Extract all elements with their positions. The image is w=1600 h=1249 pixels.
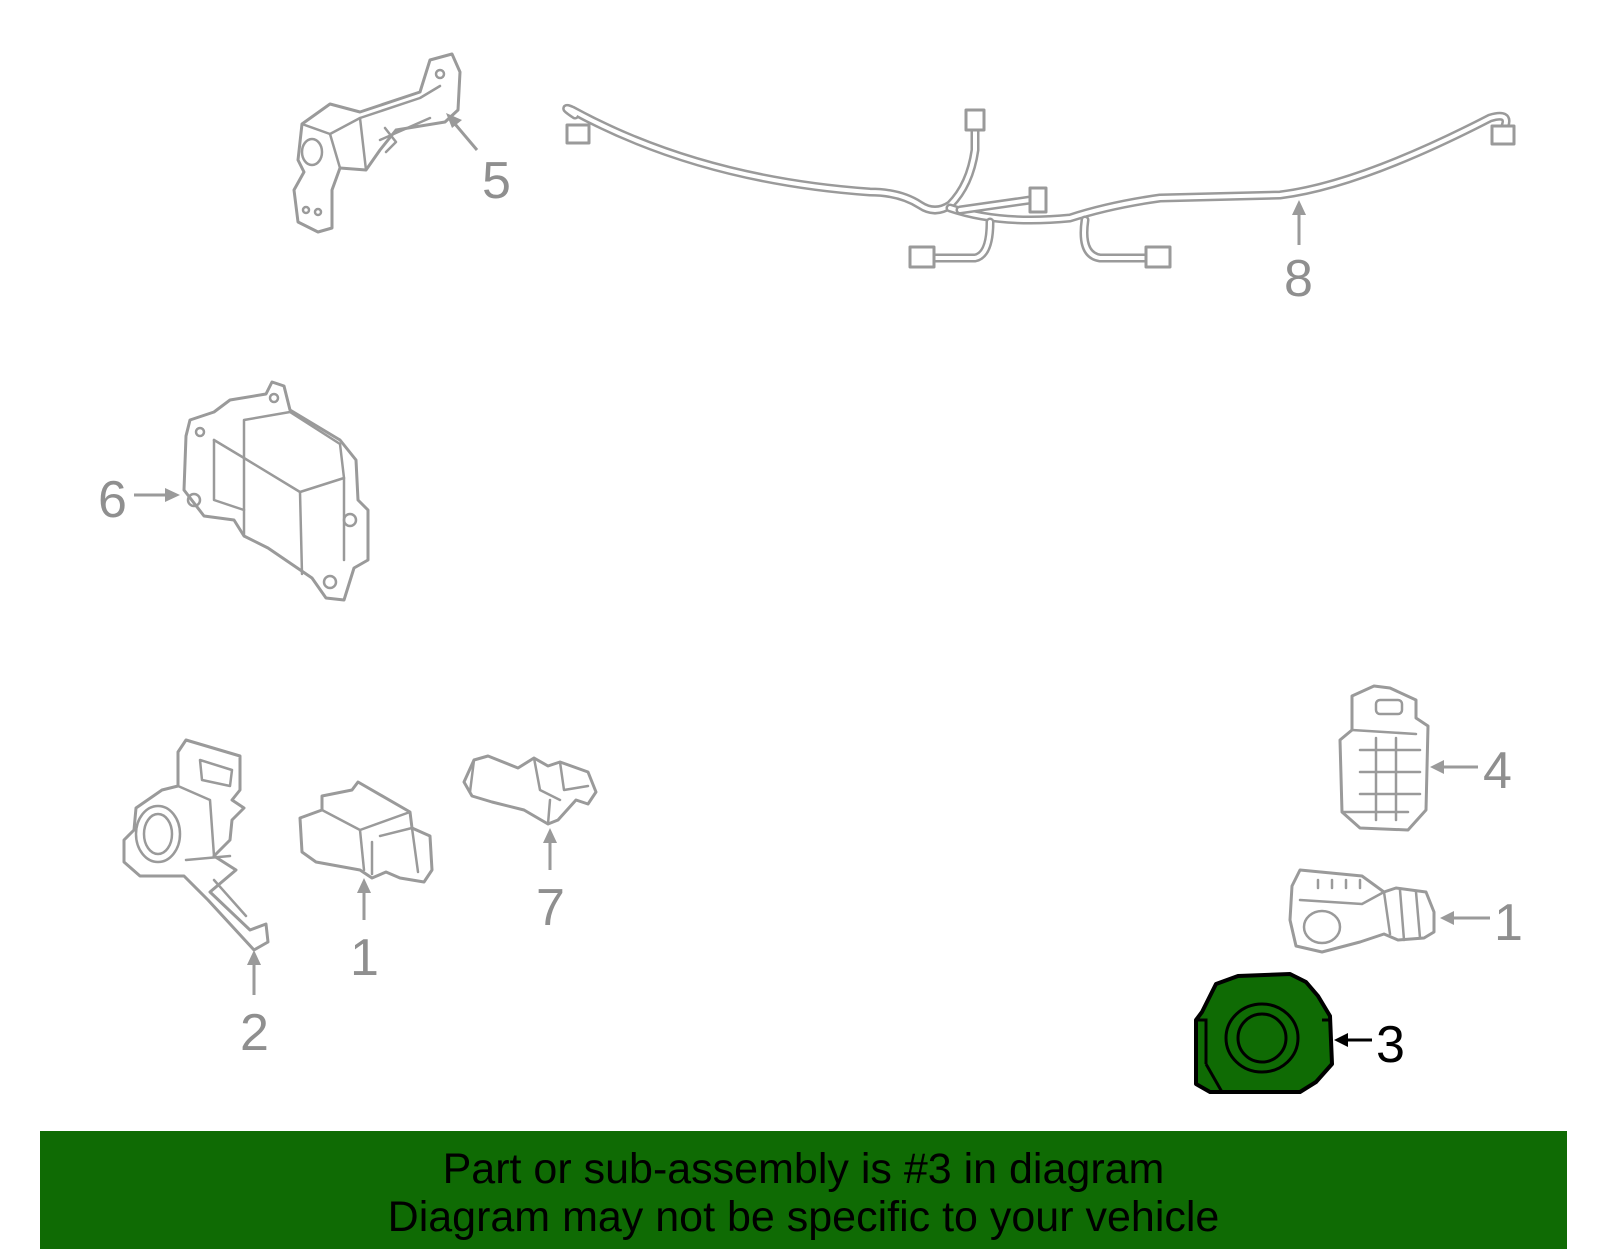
callout-1a: 1	[350, 878, 379, 987]
callout-label-2: 2	[240, 1004, 269, 1062]
callout-1b: 1	[1440, 894, 1523, 952]
part-6-control-module[interactable]	[182, 380, 370, 602]
part-4-sensor-holder[interactable]	[1338, 684, 1430, 832]
callout-2: 2	[240, 950, 269, 1062]
part-8-wire-harness[interactable]	[562, 103, 1516, 269]
callout-label-7: 7	[536, 879, 565, 937]
banner-line-disclaimer: Diagram may not be specific to your vehi…	[387, 1193, 1220, 1241]
part-1-sensor-right[interactable]	[1288, 868, 1436, 954]
callout-label-8: 8	[1284, 250, 1313, 308]
callout-4: 4	[1430, 742, 1512, 800]
callout-8: 8	[1284, 200, 1313, 308]
callout-label-4: 4	[1483, 742, 1512, 800]
part-1-sensor-left[interactable]	[298, 780, 434, 884]
callout-label-6: 6	[98, 471, 127, 529]
part-3-sensor-highlighted[interactable]	[1194, 972, 1334, 1094]
callout-label-5: 5	[482, 152, 511, 210]
info-banner: Part or sub-assembly is #3 in diagram Di…	[40, 1131, 1567, 1249]
part-2-sensor-bracket[interactable]	[122, 738, 270, 952]
part-7-sensor[interactable]	[462, 754, 598, 826]
banner-line-part-number: Part or sub-assembly is #3 in diagram	[442, 1145, 1165, 1193]
callout-5: 5	[446, 113, 511, 210]
callout-label-1a: 1	[350, 929, 379, 987]
callout-label-3: 3	[1376, 1016, 1405, 1074]
callout-7: 7	[536, 828, 565, 937]
parts-diagram: 5 8	[98, 52, 1523, 1094]
part-5-bracket[interactable]	[292, 52, 462, 234]
callout-label-1b: 1	[1494, 894, 1523, 952]
callout-6: 6	[98, 471, 180, 529]
callout-3: 3	[1334, 1016, 1405, 1074]
